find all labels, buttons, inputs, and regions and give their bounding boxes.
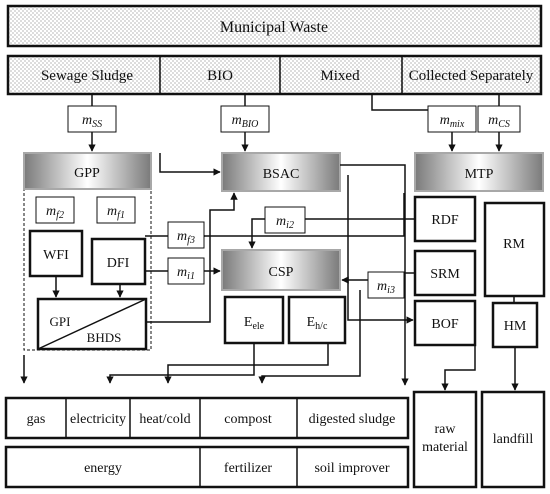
bof-box [413,299,477,347]
source-sewage-sludge: Sewage Sludge [41,68,133,84]
municipal-waste-label: Municipal Waste [220,19,328,36]
municipal-waste-box [6,4,543,48]
gpp-label: GPP [74,166,100,181]
bof-to-raw [441,345,476,391]
m-i2-to-csp [248,218,265,249]
bsac-to-bof [347,175,414,324]
flow-label-m-bio: mBIO [232,113,259,130]
landfill-label: landfill [493,432,534,447]
flow-label-m-i1: mi1 [177,265,195,282]
flow-label-m-i3: mi3 [377,279,395,296]
use-soil-improver: soil improver [314,461,389,476]
product-heat-cold: heat/cold [139,412,190,427]
flow-label-m-f1: mf1 [107,204,125,221]
dfi-box [90,237,147,286]
rdf-label: RDF [431,213,458,228]
flow-label-m-mix: mmix [440,113,465,130]
flow-box-m-f1 [96,196,136,224]
srm-label: SRM [430,267,460,282]
rm-box [483,201,546,298]
flow-label-m-ss: mSS [82,113,102,130]
gpp-to-bsac [159,153,221,176]
landfill-box [480,390,546,489]
flow-box-m-i2 [264,206,306,234]
product-digested-sludge: digested sludge [309,412,396,427]
gpi-label: GPI [50,314,71,329]
flow-line-f3-to-bsac [204,193,405,237]
rdf-box [413,195,477,243]
source-mixed: Mixed [320,68,360,84]
use-fertilizer: fertilizer [224,461,273,476]
uses-row [4,445,410,489]
flow-box-m-ss [67,105,117,133]
flow-label-m-f2: mf2 [46,204,64,221]
gpi-bhds-divider [37,298,147,350]
gpp-process-box [23,152,152,190]
e-hc-to-heat [164,343,329,384]
use-energy: energy [84,461,122,476]
flow-box-m-i1 [167,257,205,285]
e-ele-to-electricity [106,343,255,384]
product-gas: gas [27,412,46,427]
flow-box-m-bio [220,105,270,133]
wfi-box [28,229,84,278]
csp-to-compost [258,290,361,384]
e-hc-box [287,295,347,345]
bhds-label: BHDS [87,330,122,345]
mtp-process-box [414,152,544,192]
source-row [6,54,543,96]
bsac-process-box [221,152,341,192]
bsac-label: BSAC [263,167,300,182]
e-ele-label: Eele [244,315,265,332]
mtp-label: MTP [465,167,494,182]
flow-label-m-f3: mf3 [177,229,195,246]
rm-label: RM [503,237,525,252]
wfi-label: WFI [43,248,69,263]
flow-box-m-f2 [35,196,75,224]
flow-label-m-cs: mCS [488,113,510,130]
flow-box-m-cs [477,105,521,133]
source-collected-separately: Collected Separately [409,68,534,84]
flow-box-m-mix [427,105,477,133]
product-electricity: electricity [70,412,126,427]
hm-label: HM [504,319,527,334]
source-bio: BIO [207,68,233,84]
e-hc-label: Eh/c [307,315,328,332]
hm-box [491,301,539,349]
e-ele-box [223,295,285,345]
raw-material-box [412,390,478,489]
flow-box-m-f3 [167,221,205,249]
gpi-to-bsac [146,192,238,323]
product-compost: compost [224,412,272,427]
products-row [4,396,410,440]
srm-box [413,249,477,297]
flow-label-m-i2: mi2 [276,214,294,231]
flow-box-m-i3 [367,271,405,299]
bof-label: BOF [431,317,458,332]
bsac-right-to-digested [340,164,409,386]
dfi-label: DFI [107,256,130,271]
csp-process-box [221,249,341,291]
csp-label: CSP [269,265,294,280]
